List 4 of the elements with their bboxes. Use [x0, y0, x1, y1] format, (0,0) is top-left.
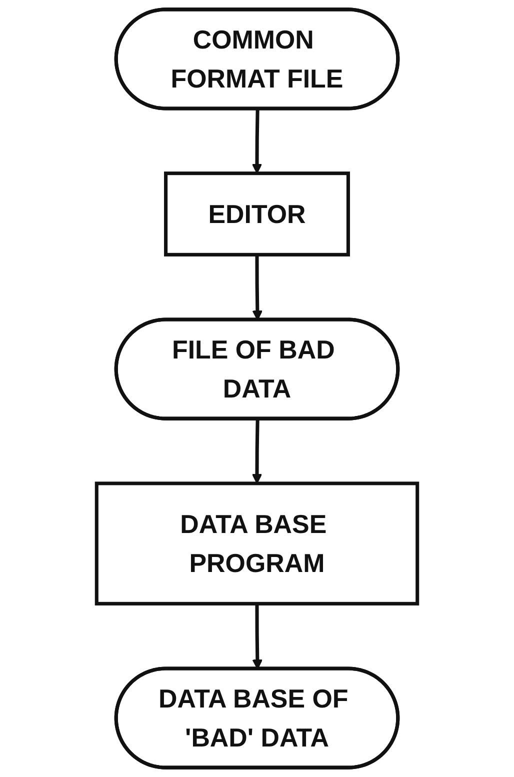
arrow — [252, 109, 262, 174]
node-box: EDITOR — [164, 172, 350, 256]
node-box: DATA BASE PROGRAM — [94, 482, 420, 606]
arrow — [252, 419, 262, 484]
